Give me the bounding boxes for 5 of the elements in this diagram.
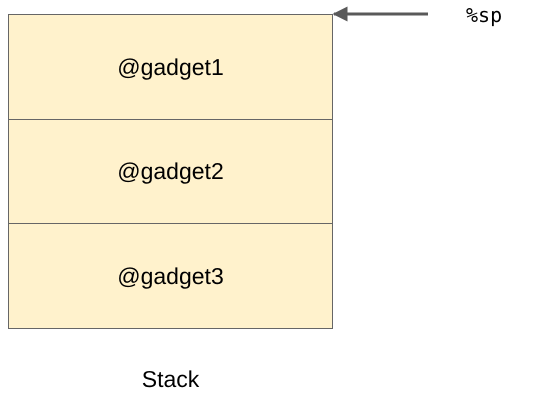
stack-cell: @gadget2 — [9, 118, 332, 224]
arrow — [332, 6, 428, 22]
stack-label: Stack — [140, 365, 200, 394]
stack-box — [8, 14, 333, 329]
pointer-label: %sp — [466, 2, 526, 28]
